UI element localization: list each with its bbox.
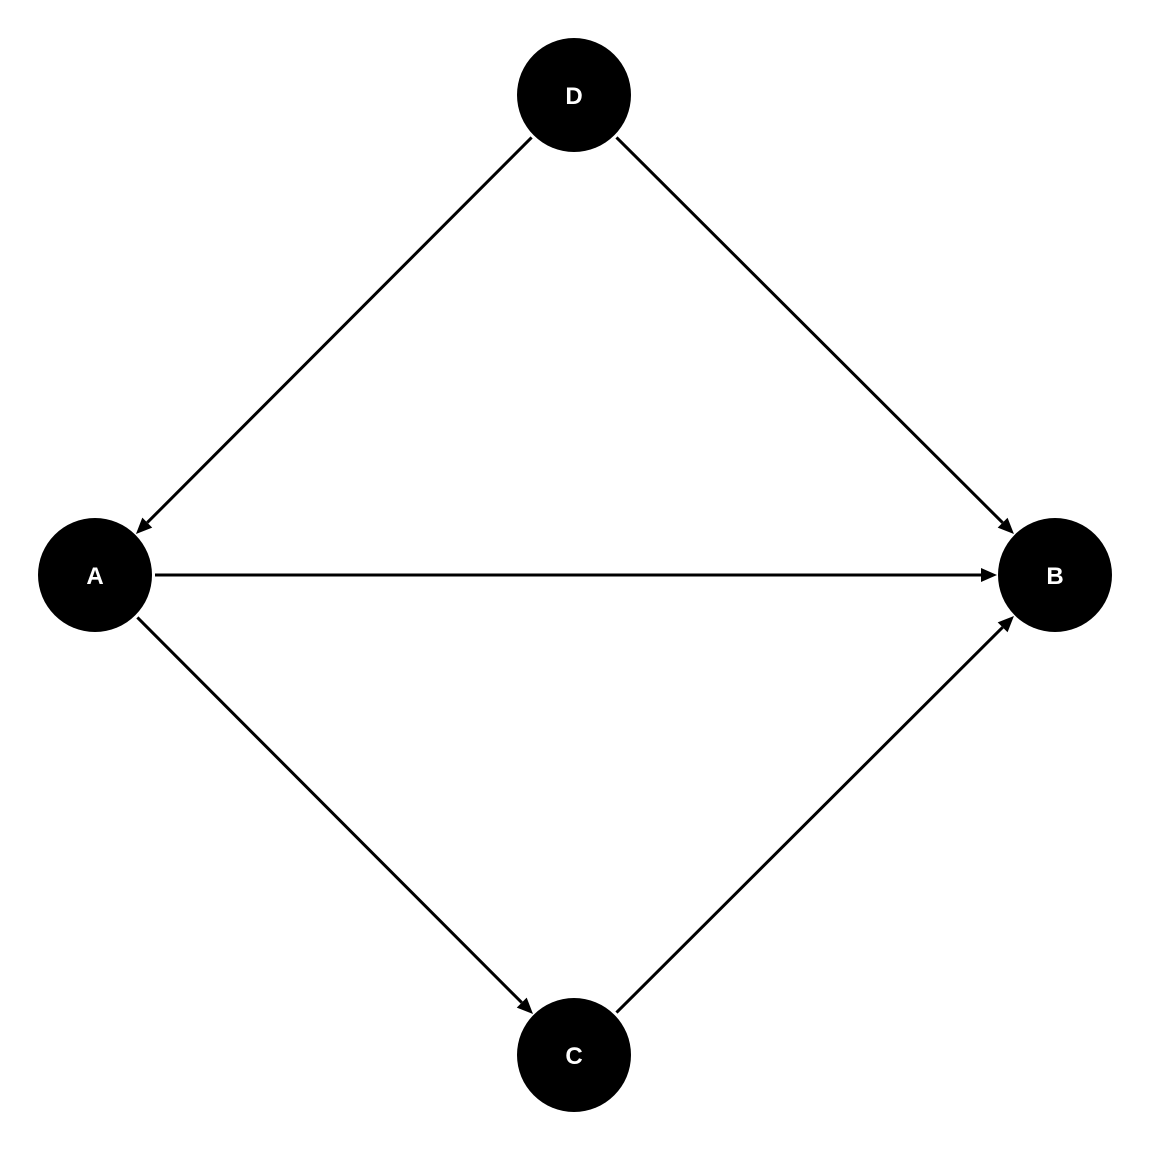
- edges: [135, 136, 1014, 1014]
- node-circle: [517, 998, 631, 1112]
- node-label: A: [86, 563, 103, 590]
- node-label: C: [565, 1043, 582, 1070]
- edge-A-to-C: [136, 616, 523, 1004]
- arrowhead-icon: [997, 517, 1014, 535]
- node-label: D: [565, 83, 582, 110]
- arrowhead-icon: [997, 615, 1014, 633]
- node-circle: [998, 518, 1112, 632]
- node-label: B: [1046, 563, 1063, 590]
- edge-D-to-B: [615, 136, 1004, 524]
- arrowhead-icon: [516, 997, 534, 1014]
- edge-D-to-A: [146, 136, 533, 524]
- arrowhead-icon: [135, 517, 153, 534]
- node-D[interactable]: D: [517, 38, 631, 152]
- arrowhead-icon: [981, 568, 997, 582]
- nodes: A B C D: [38, 38, 1112, 1112]
- node-B[interactable]: B: [998, 518, 1112, 632]
- node-A[interactable]: A: [38, 518, 152, 632]
- node-circle: [517, 38, 631, 152]
- node-C[interactable]: C: [517, 998, 631, 1112]
- edge-C-to-B: [615, 626, 1004, 1014]
- node-circle: [38, 518, 152, 632]
